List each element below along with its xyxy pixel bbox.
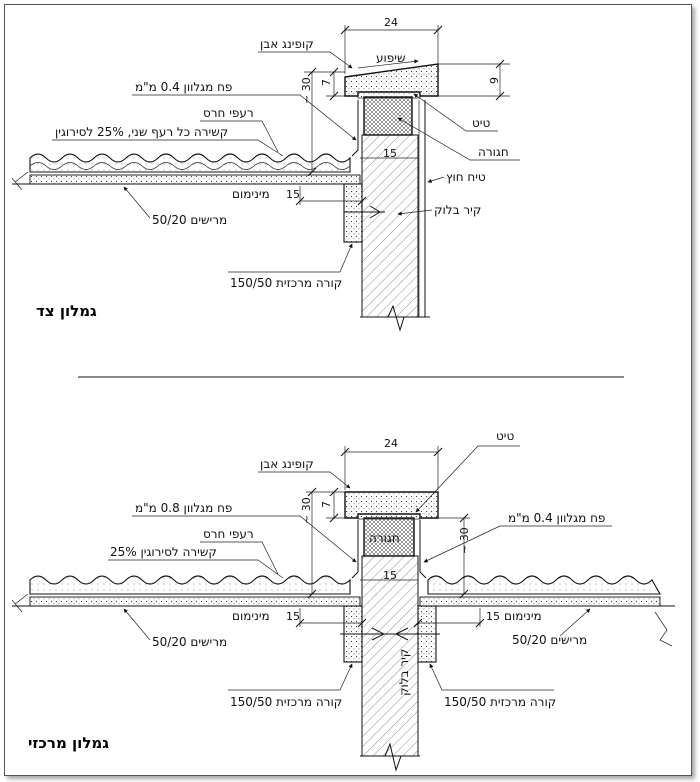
top-detail: 24 9 7 ~ 30 15 15 מינימום קופינג אבן שיפ… [11,16,520,332]
top-dim-7: 7 [320,79,333,86]
top-label-tiles: רעפי חרס [203,106,254,120]
top-block-wall [361,134,419,318]
top-label-plaster: טיח חוץ [446,170,486,184]
bottom-dim-30-left: ~ 30 [300,497,313,524]
bottom-label-coping: קופינג אבן [260,457,314,471]
top-label-tie: קשירה כל רעף שני, 25% לסירוגין [55,125,228,139]
bottom-dim-15-right: 15 [486,610,500,623]
bottom-dim-30-right: ~ 30 [458,527,471,554]
bottom-dim-7: 7 [320,501,333,508]
bottom-dim-15-wall: 15 [383,569,397,582]
bottom-label-battens-right: מרישים 50/20 [512,633,587,647]
top-dim-24: 24 [384,16,398,29]
bottom-label-battens-left: מרישים 50/20 [152,635,227,649]
bottom-label-flashing-left: פח מגלוון 0.8 מ"מ [135,501,232,515]
top-label-center-beam: קורה מרכזית 150/50 [230,276,342,290]
bottom-detail: 24 7 ~ 30 ~ 30 15 15 מינימום 15 מינימום … [11,429,675,772]
bottom-roof-tiles-left [29,575,351,595]
top-label-block-wall: קיר בלוק [434,203,481,217]
top-label-flashing: פח מגלוון 0.4 מ"מ [135,80,232,94]
bottom-ring-beam [363,517,415,557]
bottom-label-tiles: רעפי חרס [203,527,254,541]
top-flashing [351,100,359,157]
bottom-title: גמלון מרכזי [28,734,109,752]
top-label-battens: מרישים 50/20 [152,213,227,227]
top-center-beam [343,183,363,243]
top-roof-tiles [29,153,351,173]
bottom-label-ring-beam: חגורה [369,531,400,545]
top-dim-15-wall: 15 [383,147,397,160]
bottom-label-flashing-right: פח מגלוון 0.4 מ"מ [508,511,605,525]
top-dim-15-min: 15 [286,188,300,201]
bottom-label-mortar: טיט [496,429,514,443]
bottom-dim-15-left: 15 [286,610,300,623]
bottom-label-minimum-left: מינימום [232,609,270,623]
top-label-minimum: מינימום [232,187,270,201]
top-label-ring-beam: חגורה [478,145,509,159]
bottom-label-minimum-right: מינימום [504,609,542,623]
bottom-dim-24: 24 [384,437,398,450]
top-dim-9: 9 [488,77,501,84]
bottom-label-center-beam-right: קורה מרכזית 150/50 [444,695,556,709]
bottom-label-tie: קשירה לסירוגין 25% [110,545,217,559]
bottom-label-block-wall: קיר בלוק [397,649,411,696]
top-ring-beam [363,96,413,136]
top-coping-stone [344,63,439,97]
top-mortar [357,91,421,99]
top-title: גמלון צד [36,302,97,320]
top-battens-layer [29,174,361,185]
bottom-coping-stone [344,491,439,519]
top-label-mortar: טיט [472,116,490,130]
bottom-roof-tiles-right [427,575,661,595]
top-label-slope: שיפוע [376,51,405,65]
bottom-label-center-beam-left: קורה מרכזית 150/50 [230,695,342,709]
top-label-coping: קופינג אבן [260,37,314,51]
